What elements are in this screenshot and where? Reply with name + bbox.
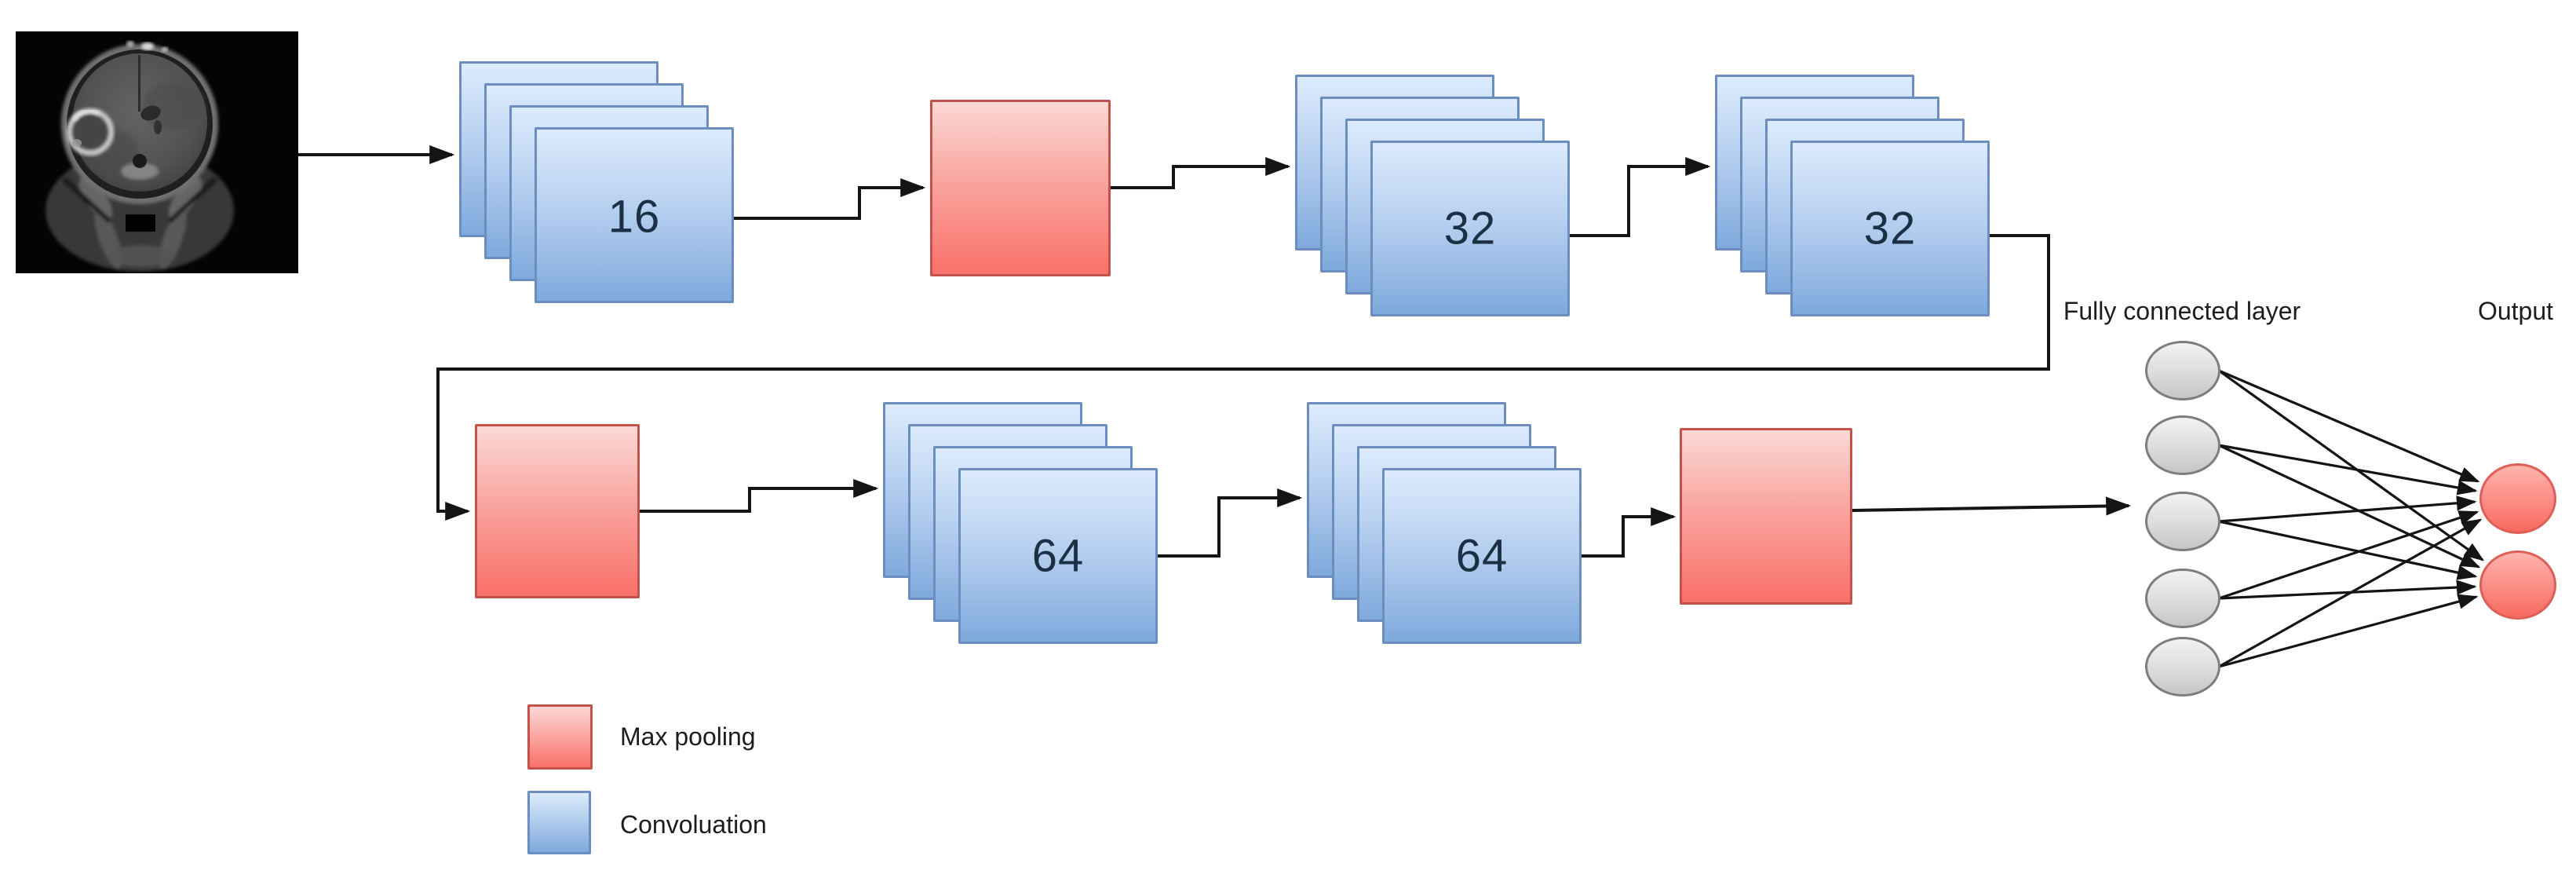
- conv-sheet: [958, 468, 1158, 644]
- fc-connection: [2218, 496, 2477, 523]
- fc-neuron: [2145, 341, 2220, 400]
- arrow-conv32a-to-conv32b: [1570, 157, 1711, 237]
- fc-neuron: [2145, 492, 2220, 551]
- conv-sheet: [535, 127, 734, 303]
- conv-stack-label: 32: [1443, 203, 1497, 254]
- fc-neuron: [2145, 637, 2220, 697]
- conv-stack-label: 16: [608, 191, 661, 243]
- conv-stack-label: 64: [1455, 530, 1509, 582]
- fc-to-output-connections: [2218, 369, 2485, 668]
- output-neuron: [2479, 463, 2556, 534]
- fc-neuron: [2145, 569, 2220, 628]
- conv-sheet: [1370, 141, 1570, 316]
- conv-stack-label: 32: [1863, 203, 1917, 254]
- arrow-pool2-to-conv64a: [640, 479, 879, 513]
- convolution-legend-label: Convoluation: [620, 810, 767, 839]
- arrow-conv64b-to-pool3: [1582, 507, 1677, 558]
- brain-mri-graphic: [16, 31, 298, 273]
- output-neuron: [2479, 550, 2556, 620]
- fc-connection: [2218, 520, 2478, 580]
- fully-connected-label: Fully connected layer: [2063, 297, 2301, 325]
- conv-sheet: [1382, 468, 1582, 644]
- max-pooling-legend-label: Max pooling: [620, 722, 756, 751]
- output-label: Output: [2477, 297, 2554, 325]
- fc-connection: [2218, 518, 2483, 668]
- fc-connection: [2218, 580, 2477, 600]
- conv-sheet: [1790, 141, 1990, 316]
- brain-mri-input-image: [16, 31, 298, 273]
- fc-connection: [2218, 594, 2479, 668]
- fc-connection: [2218, 369, 2485, 561]
- max-pooling-block-1: [930, 100, 1111, 276]
- fc-connection: [2218, 444, 2481, 569]
- mri-black-box: [126, 214, 155, 232]
- conv-stack-label: 64: [1031, 530, 1085, 582]
- fc-connection: [2218, 510, 2479, 600]
- max-pooling-block-3: [1680, 428, 1852, 605]
- arrow-conv64a-to-conv64b: [1158, 488, 1303, 558]
- arrow-pool3-to-fc: [1852, 496, 2132, 516]
- convolution-swatch: [527, 791, 591, 854]
- fc-connection: [2218, 444, 2478, 496]
- max-pooling-swatch: [527, 704, 593, 770]
- max-pooling-block-2: [475, 424, 640, 598]
- arrow-pool1-to-conv32a: [1111, 157, 1291, 189]
- arrow-conv16-to-pool1: [734, 178, 926, 220]
- fc-neuron: [2145, 415, 2220, 475]
- fc-connection: [2218, 369, 2480, 483]
